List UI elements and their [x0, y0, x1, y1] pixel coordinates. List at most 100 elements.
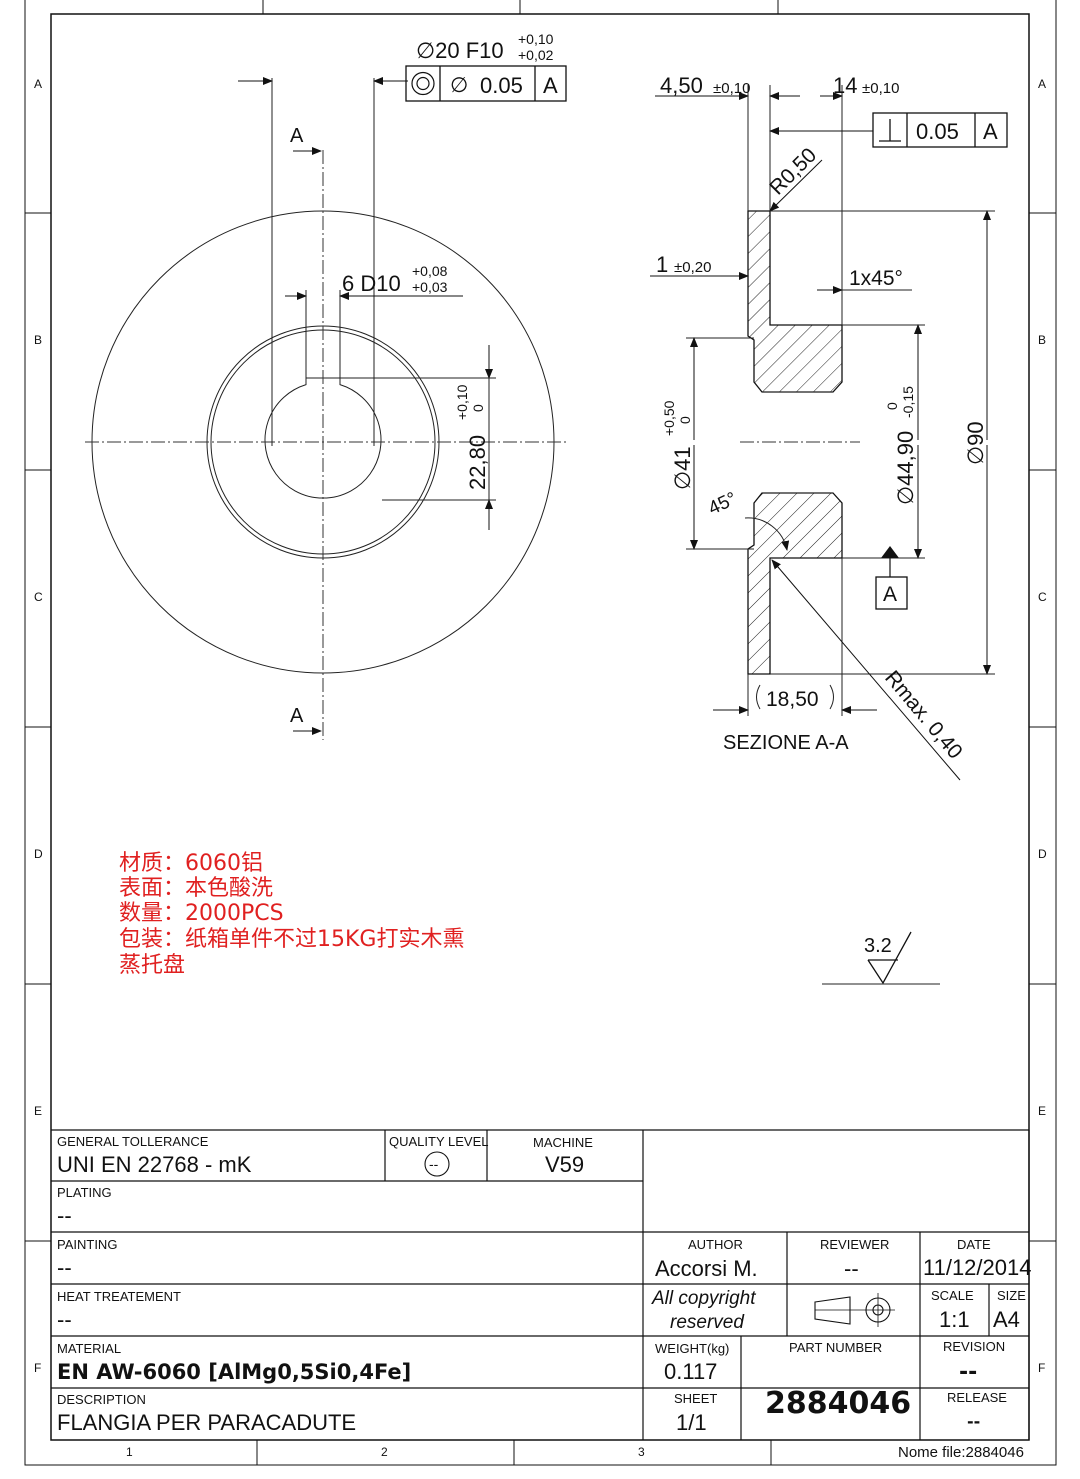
- concentricity-icon: [411, 71, 435, 96]
- note-line: 表面：本色酸洗: [119, 876, 273, 901]
- zone-row-b-right: B: [1038, 333, 1046, 347]
- ref-length: 18,50: [766, 688, 819, 711]
- bore-tolerance-lower: +0,02: [518, 47, 554, 63]
- keyway-depth-tol-lower: 0: [470, 404, 486, 412]
- note-line: 材质：6060铝: [119, 851, 263, 876]
- zone-col-3: 3: [638, 1445, 645, 1459]
- perpendicular-icon: [879, 119, 901, 142]
- part-number-label: PART NUMBER: [789, 1340, 882, 1355]
- zone-ticks: [25, 0, 1056, 1465]
- dim-length: 14: [833, 73, 857, 98]
- perpendicularity-value: 0.05: [916, 119, 959, 144]
- zone-row-c-left: C: [34, 590, 43, 604]
- date-label: DATE: [957, 1237, 991, 1252]
- section-mark-top: A: [290, 125, 304, 147]
- heat-treatment-value: --: [57, 1307, 72, 1332]
- author-value: Accorsi M.: [655, 1256, 758, 1281]
- zone-col-1: 1: [126, 1445, 133, 1459]
- weight-value: 0.117: [664, 1359, 717, 1384]
- keyway-width-tol-lower: +0,03: [412, 279, 448, 295]
- quality-level-circle: [424, 1151, 450, 1177]
- revision-value: --: [959, 1360, 977, 1385]
- note-line: 蒸托盘: [119, 953, 185, 978]
- part-number-value: 2884046: [765, 1386, 911, 1421]
- note-line: 数量：2000PCS: [119, 901, 284, 926]
- dim-thickness: 4,50: [660, 73, 703, 98]
- general-tolerance-label: GENERAL TOLLERANCE: [57, 1134, 209, 1149]
- weight-label: WEIGHT(kg): [655, 1341, 729, 1356]
- dia-41: ∅41: [670, 446, 695, 490]
- radius-top: R0,50: [765, 144, 821, 200]
- keyway-depth-tol-upper: +0,10: [454, 384, 470, 420]
- concentricity-datum: A: [543, 73, 558, 98]
- dia-44: ∅44,90: [893, 431, 918, 505]
- zone-labels: 1 2 3 A B C D E F A B C D E F: [34, 77, 1047, 1459]
- machine-label: MACHINE: [533, 1135, 593, 1150]
- datum-label: A: [883, 583, 897, 606]
- zone-row-b-left: B: [34, 333, 42, 347]
- size-value: A4: [993, 1307, 1020, 1332]
- quality-level-value: --: [429, 1156, 439, 1172]
- quality-level-label: QUALITY LEVEL: [389, 1134, 488, 1149]
- scale-label: SCALE: [931, 1288, 974, 1303]
- keyway-width-dimension: 6 D10: [342, 271, 401, 296]
- angle-45: 45°: [705, 488, 740, 519]
- projection-symbol-icon: [814, 1293, 895, 1327]
- dia-44-tol-upper: 0: [884, 402, 900, 410]
- concentricity-value: 0.05: [480, 73, 523, 98]
- dim-step-tol: ±0,20: [674, 259, 711, 276]
- dia-90: ∅90: [963, 421, 988, 465]
- zone-row-d-left: D: [34, 847, 43, 861]
- dia-41-tol-lower: 0: [677, 416, 693, 424]
- section-mark-bottom: A: [290, 705, 304, 727]
- dia-44-tol-lower: -0,15: [900, 386, 916, 418]
- revision-label: REVISION: [943, 1339, 1005, 1354]
- painting-value: --: [57, 1255, 72, 1280]
- section-title: SEZIONE A-A: [723, 732, 849, 754]
- machine-value: V59: [545, 1152, 584, 1177]
- section-upper-half: [747, 210, 843, 393]
- heat-treatment-label: HEAT TREATEMENT: [57, 1289, 181, 1304]
- rmax: Rmax. 0,40: [880, 666, 967, 763]
- zone-row-a-right: A: [1038, 77, 1046, 91]
- description-value: FLANGIA PER PARACADUTE: [57, 1410, 356, 1435]
- zone-row-e-left: E: [34, 1104, 42, 1118]
- copyright-line1: All copyright: [651, 1288, 756, 1309]
- author-label: AUTHOR: [688, 1237, 743, 1252]
- zone-col-2: 2: [381, 1445, 388, 1459]
- keyway-width-tol-upper: +0,08: [412, 263, 448, 279]
- reviewer-label: REVIEWER: [820, 1237, 889, 1252]
- zone-row-c-right: C: [1038, 590, 1047, 604]
- reviewer-value: --: [844, 1256, 859, 1281]
- zone-row-f-left: F: [34, 1361, 41, 1375]
- dia-41-tol-upper: +0,50: [661, 400, 677, 436]
- front-view: A A ∅20 F10 +0,10 +0,02 ∅ 0.05 A 6 D10 +…: [85, 31, 568, 740]
- release-value: --: [967, 1412, 980, 1431]
- material-value: EN AW-6060 [AlMg0,5Si0,4Fe]: [57, 1360, 411, 1384]
- bore-tolerance-upper: +0,10: [518, 31, 554, 47]
- surface-roughness-symbol: 3.2: [822, 931, 940, 985]
- plating-label: PLATING: [57, 1185, 112, 1200]
- dim-length-tol: ±0,10: [862, 80, 899, 97]
- perpendicularity-frame: 0.05 A: [872, 112, 1008, 148]
- chamfer-callout: 1x45°: [849, 267, 903, 290]
- concentricity-frame: ∅ 0.05 A: [405, 65, 567, 102]
- size-label: SIZE: [997, 1288, 1026, 1303]
- bore-dimension: ∅20 F10: [416, 38, 504, 63]
- sheet-value: 1/1: [676, 1410, 707, 1435]
- description-label: DESCRIPTION: [57, 1392, 146, 1407]
- sheet-label: SHEET: [674, 1391, 717, 1406]
- dim-step: 1: [656, 252, 668, 277]
- note-line: 包装：纸箱单件不过15KG打实木熏: [119, 927, 464, 952]
- date-value: 11/12/2014: [923, 1255, 1031, 1280]
- zone-row-d-right: D: [1038, 847, 1047, 861]
- file-name: Nome file:2884046: [898, 1444, 1024, 1461]
- zone-row-e-right: E: [1038, 1104, 1046, 1118]
- dim-thickness-tol: ±0,10: [713, 80, 750, 97]
- datum-a-symbol: A: [875, 546, 908, 610]
- general-tolerance-value: UNI EN 22768 - mK: [57, 1152, 252, 1177]
- outer-border: [24, 0, 1057, 1466]
- title-block: GENERAL TOLLERANCE QUALITY LEVEL MACHINE…: [51, 1129, 1031, 1461]
- zone-row-f-right: F: [1038, 1361, 1045, 1375]
